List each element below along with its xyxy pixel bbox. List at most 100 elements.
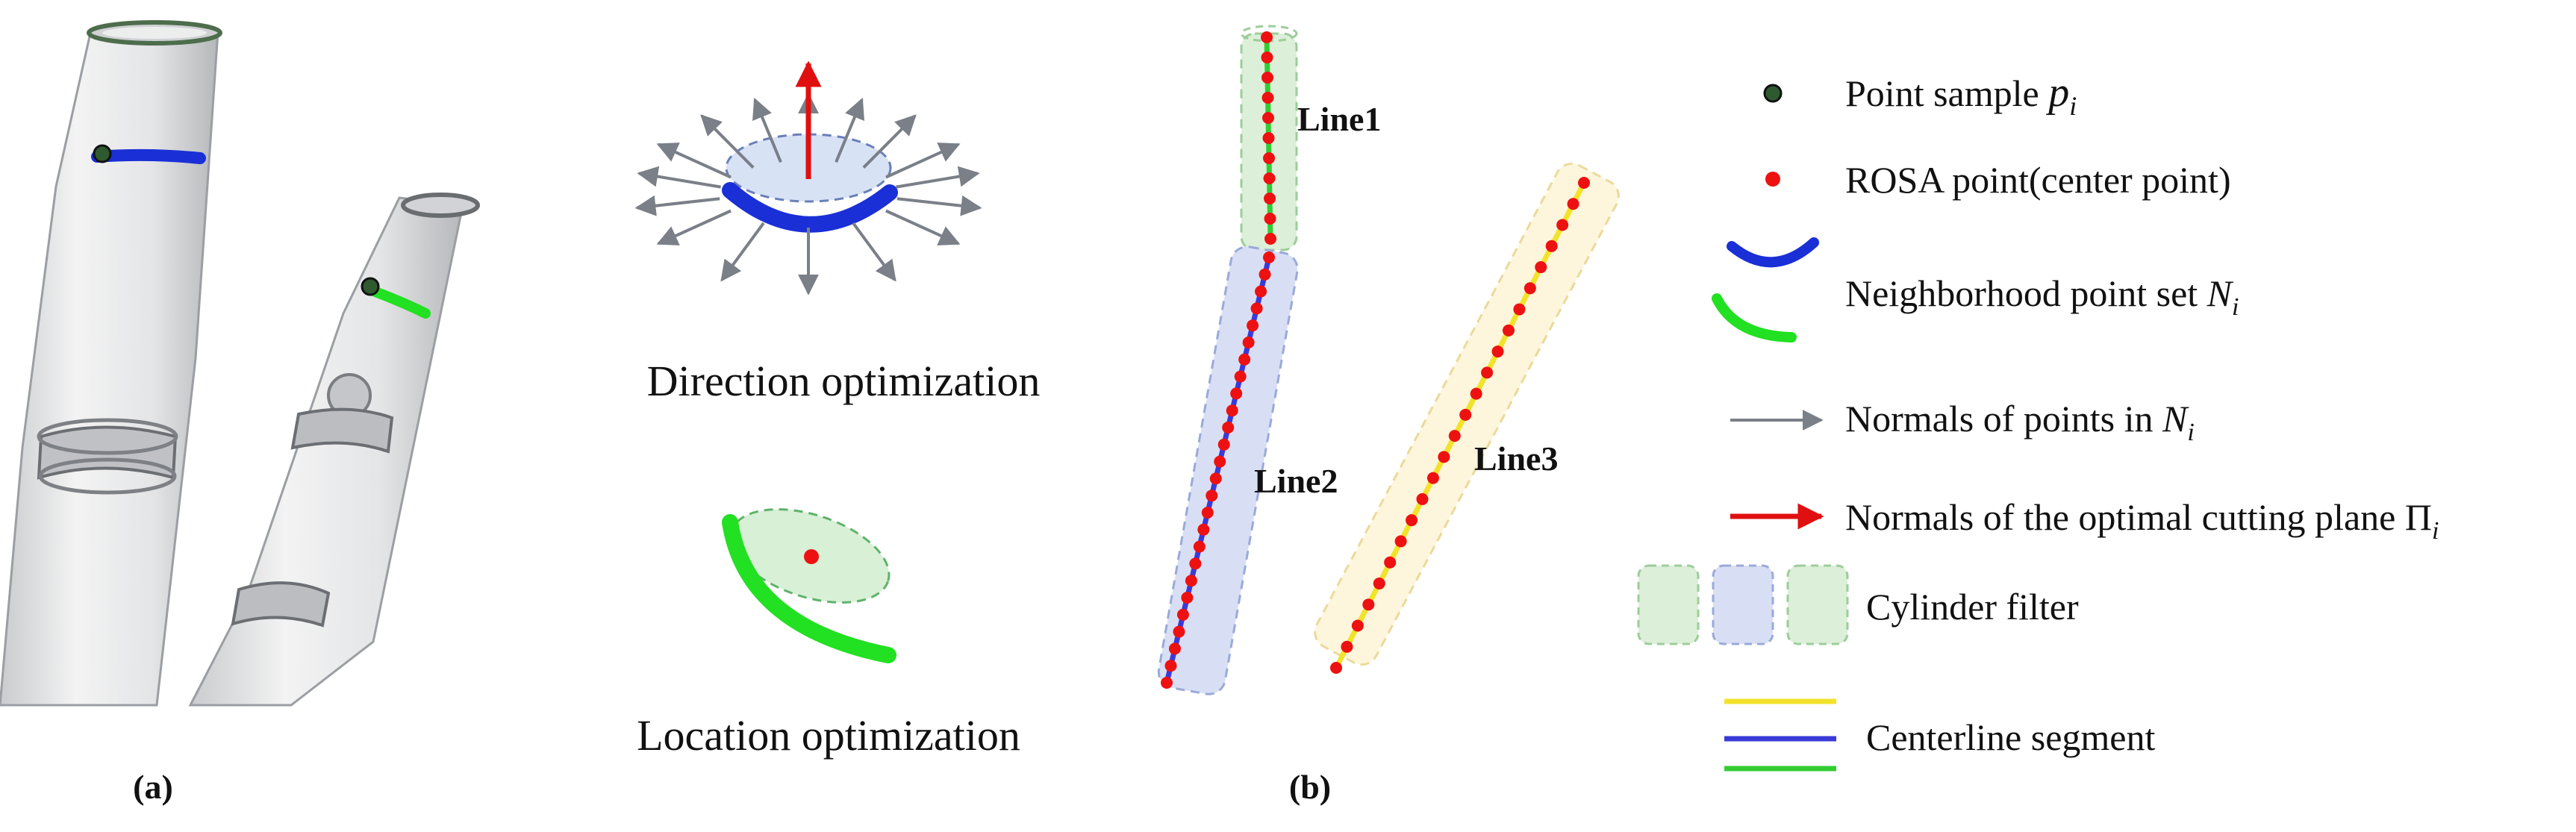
rosa-point (1264, 193, 1276, 204)
rosa-point (1264, 213, 1276, 225)
rosa-point (1263, 251, 1275, 263)
normal-arrow (896, 166, 980, 189)
legend-rosa-point: ROSA point(center point) (1845, 159, 2231, 201)
centerline-lines: Line1 Line2 Line3 (b) (1157, 25, 1620, 806)
rosa-point (1351, 619, 1364, 632)
rosa-point (1242, 337, 1255, 348)
rosa-point (1481, 366, 1494, 379)
rosa-point (1181, 592, 1194, 604)
normal-arrow (700, 114, 755, 169)
rosa-point (1263, 152, 1275, 164)
legend-point-sample: Point sample pi (1845, 69, 2077, 121)
line2-label: Line2 (1254, 462, 1338, 500)
rosa-point (1259, 268, 1271, 281)
rosa-point (1524, 282, 1536, 295)
rosa-point (1567, 198, 1579, 210)
normal-arrow (835, 97, 864, 163)
rosa-point (1426, 472, 1439, 484)
rosa-point (1262, 92, 1274, 104)
legend-neighborhood: Neighborhood point set Ni (1845, 272, 2239, 321)
centerline-line3 (1333, 181, 1587, 669)
normal-arrow (637, 166, 721, 189)
rosa-point (1406, 514, 1418, 527)
normal-arrow (634, 195, 720, 216)
rosa-point (1250, 302, 1263, 315)
legend-rosa-point-icon (1765, 172, 1780, 187)
rosa-point (1262, 132, 1275, 144)
normal-arrow (885, 209, 961, 245)
rosa-point (1247, 319, 1259, 332)
location-center-point (804, 549, 819, 564)
legend: Point sample pi ROSA point(center point)… (1637, 69, 2439, 772)
rosa-point (1491, 345, 1504, 358)
line3-label: Line3 (1474, 440, 1558, 478)
rosa-point (1222, 422, 1235, 434)
rosa-point (1238, 353, 1251, 366)
caption-b: (b) (1289, 768, 1331, 806)
panel-a-point-cloud: (a) (0, 20, 480, 806)
rosa-point (1578, 177, 1590, 189)
direction-optimization-label: Direction optimization (647, 357, 1041, 405)
rosa-point (1535, 261, 1547, 274)
rosa-point (1185, 575, 1197, 587)
rosa-point (1176, 608, 1189, 621)
blue-neighborhood-points (722, 182, 898, 233)
normal-arrow (862, 114, 917, 169)
rosa-point (1164, 660, 1177, 672)
normal-arrow (656, 209, 732, 245)
legend-normals-points: Normals of points in Ni (1845, 398, 2195, 446)
rosa-point (1262, 72, 1273, 84)
line1-label: Line1 (1297, 100, 1381, 138)
rosa-point (1448, 430, 1461, 442)
legend-cylinder-icons (1637, 564, 1849, 645)
rosa-point (1341, 640, 1353, 653)
rosa-point (1261, 51, 1273, 63)
rosa-point (1161, 677, 1173, 689)
rosa-point (1459, 408, 1472, 421)
rosa-point (1264, 233, 1276, 245)
rosa-point (1217, 438, 1230, 451)
pipe-left (0, 20, 222, 707)
rosa-point (1362, 598, 1375, 611)
rosa-point (1230, 387, 1243, 400)
rosa-points-line2 (1161, 251, 1275, 689)
rosa-point (1168, 642, 1181, 655)
rosa-point (1255, 285, 1267, 298)
rosa-point (1262, 112, 1274, 124)
rosa-point (1373, 577, 1385, 589)
rosa-point (1201, 507, 1214, 519)
rosa-point (1416, 492, 1429, 505)
rosa-point (1545, 240, 1558, 252)
rosa-point (1502, 324, 1515, 337)
rosa-point (1234, 370, 1247, 383)
rosa-point (1197, 523, 1210, 536)
direction-optimization-illustration: Direction optimization (634, 60, 1041, 405)
rosa-point (1438, 451, 1450, 463)
rosa-point (1470, 387, 1482, 400)
legend-blue-points-icon (1727, 237, 1819, 268)
rosa-point (1226, 404, 1238, 417)
green-neighborhood-points (722, 514, 896, 663)
normal-arrow (752, 97, 782, 163)
rosa-point (1384, 556, 1397, 569)
location-optimization-label: Location optimization (637, 711, 1020, 760)
rosa-point (1214, 455, 1226, 468)
legend-point-sample-icon (1763, 84, 1783, 103)
normal-arrow (852, 222, 896, 282)
rosa-point (1330, 662, 1342, 674)
rosa-point (1556, 219, 1569, 231)
normals-of-points (634, 93, 982, 295)
rosa-point (1394, 535, 1407, 548)
caption-a: (a) (133, 768, 173, 806)
rosa-points-line3 (1330, 177, 1590, 674)
rosa-point (1193, 540, 1206, 553)
rosa-point (1189, 557, 1202, 570)
rosa-point (1513, 303, 1526, 316)
rosa-point (1206, 489, 1218, 502)
rosa-point (1263, 172, 1276, 184)
pipe-right (188, 193, 480, 707)
legend-green-points-icon (1712, 293, 1797, 343)
rosa-point (1173, 625, 1185, 638)
normal-arrow (656, 143, 732, 179)
